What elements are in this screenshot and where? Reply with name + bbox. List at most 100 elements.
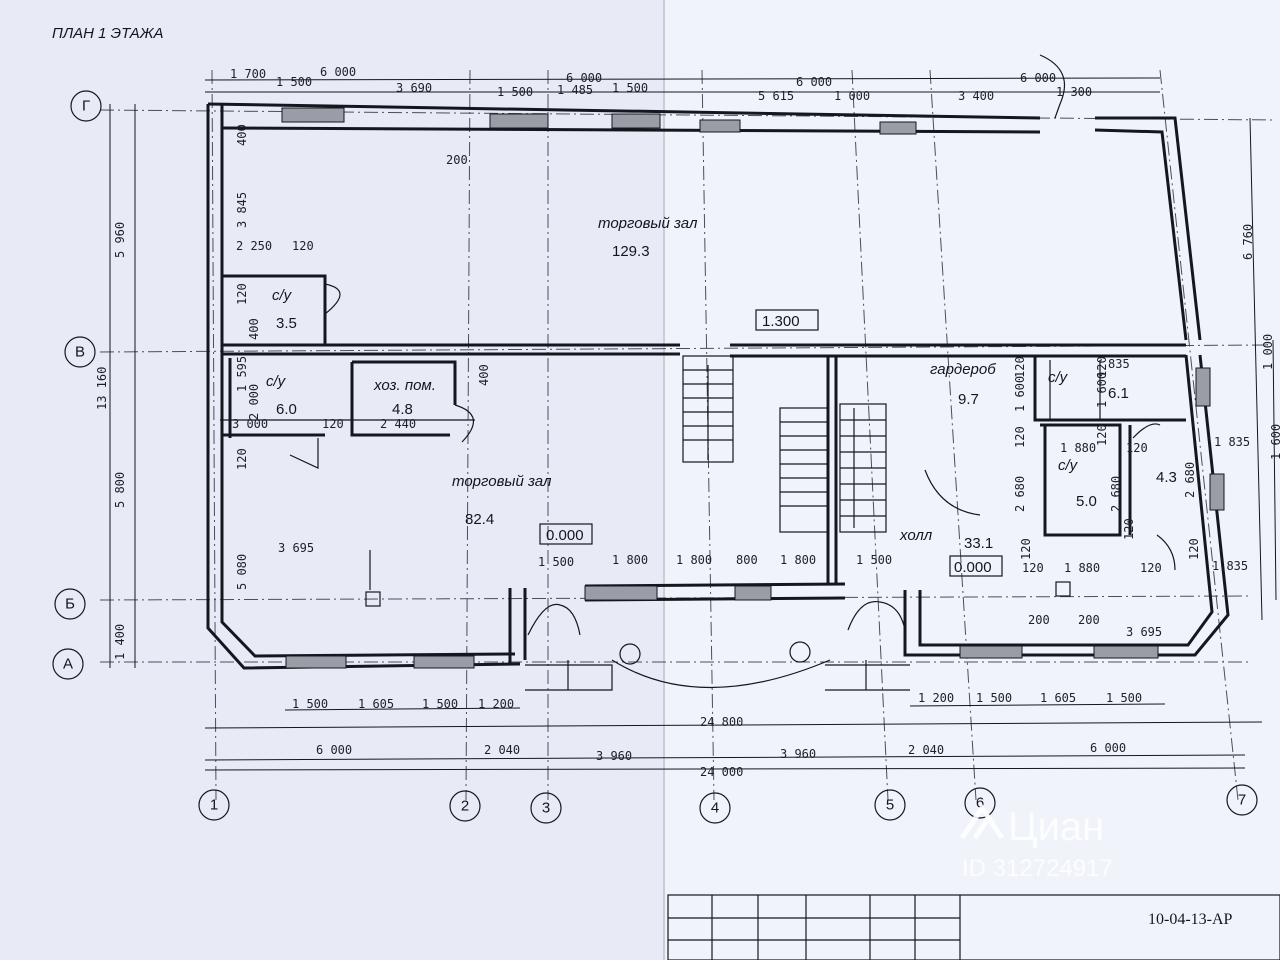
dims-bottom-axis: 6 000 2 040 3 960 3 960 2 040 6 000 (316, 741, 1126, 763)
svg-text:835: 835 (1108, 357, 1130, 371)
svg-text:1 200: 1 200 (918, 691, 954, 705)
svg-text:1 500: 1 500 (976, 691, 1012, 705)
svg-text:1 595: 1 595 (235, 356, 249, 392)
svg-text:1 200: 1 200 (478, 697, 514, 711)
svg-text:1 000: 1 000 (834, 89, 870, 103)
svg-text:А: А (63, 656, 73, 673)
svg-text:3 960: 3 960 (780, 747, 816, 761)
dims-right: 6 760 1 000 1 600 (1241, 224, 1280, 460)
svg-text:1 880: 1 880 (1064, 561, 1100, 575)
svg-text:0.000: 0.000 (546, 527, 584, 544)
watermark: Циан ID 312724917 (959, 803, 1113, 882)
svg-text:3: 3 (542, 800, 550, 817)
svg-text:холл: холл (899, 527, 933, 544)
svg-text:1 500: 1 500 (276, 75, 312, 89)
svg-text:2 040: 2 040 (484, 743, 520, 757)
svg-text:4: 4 (711, 800, 719, 817)
room-wardrobe: гардероб 9.7 (930, 361, 996, 408)
room-wc-4: с/у 5.0 (1058, 457, 1097, 510)
stairs (525, 355, 910, 691)
svg-text:2 680: 2 680 (1013, 476, 1027, 512)
svg-text:5.0: 5.0 (1076, 493, 1097, 510)
svg-text:6 760: 6 760 (1241, 224, 1255, 260)
svg-text:1 600: 1 600 (1269, 424, 1280, 460)
level-mark-upper: 1.300 (755, 309, 819, 331)
svg-text:1 400: 1 400 (113, 624, 127, 660)
svg-text:82.4: 82.4 (465, 511, 494, 528)
svg-text:с/у: с/у (1048, 369, 1069, 386)
svg-text:1 600: 1 600 (1095, 372, 1109, 408)
cian-logo-icon (959, 803, 1005, 840)
svg-text:2 680: 2 680 (1109, 476, 1123, 512)
svg-text:4.3: 4.3 (1156, 469, 1177, 486)
svg-text:120: 120 (322, 417, 344, 431)
svg-text:1 800: 1 800 (780, 553, 816, 567)
axis-bubble-4: 4 (699, 792, 731, 824)
axis-bubble-5: 5 (874, 789, 906, 821)
svg-text:с/у: с/у (266, 373, 287, 390)
dim-overall-axis: 24 000 (700, 765, 743, 779)
svg-text:6 000: 6 000 (1020, 71, 1056, 85)
svg-text:129.3: 129.3 (612, 243, 650, 260)
level-mark-main: 0.000 (539, 523, 593, 545)
room-small: 4.3 (1156, 469, 1177, 486)
svg-text:1.300: 1.300 (762, 313, 800, 330)
svg-text:120: 120 (1013, 426, 1027, 448)
svg-text:5 615: 5 615 (758, 89, 794, 103)
svg-text:400: 400 (477, 364, 491, 386)
svg-text:2 040: 2 040 (908, 743, 944, 757)
dims-bottom-windows-left: 1 500 1 605 1 500 1 200 (292, 697, 514, 711)
dims-top-detail: 1 700 1 500 3 690 1 500 1 485 1 500 5 61… (230, 67, 1092, 103)
svg-text:1 300: 1 300 (1056, 85, 1092, 99)
svg-text:1 500: 1 500 (497, 85, 533, 99)
svg-text:1 485: 1 485 (557, 83, 593, 97)
dims-left: 5 960 13 160 5 800 1 400 (95, 222, 127, 660)
svg-text:120: 120 (292, 239, 314, 253)
svg-text:1: 1 (210, 797, 218, 814)
svg-text:400: 400 (247, 318, 261, 340)
axis-bubble-6: 6 (964, 787, 996, 819)
svg-text:1 605: 1 605 (358, 697, 394, 711)
title-block: 10-04-13-АР (667, 894, 1280, 960)
svg-text:1 700: 1 700 (230, 67, 266, 81)
svg-text:6.1: 6.1 (1108, 385, 1129, 402)
room-trade-hall-top: торговый зал 129.3 (598, 215, 698, 260)
axis-bubble-G: Г (70, 90, 102, 122)
dims-left-inner: 400 3 845 120 400 1 595 2 000 120 5 080 (235, 124, 261, 590)
svg-text:1 500: 1 500 (856, 553, 892, 567)
svg-text:200: 200 (446, 153, 468, 167)
svg-text:3 400: 3 400 (958, 89, 994, 103)
svg-text:800: 800 (736, 553, 758, 567)
svg-text:Г: Г (82, 98, 90, 115)
svg-text:1 000: 1 000 (1261, 334, 1275, 370)
svg-text:120: 120 (1187, 538, 1201, 560)
svg-text:6.0: 6.0 (276, 401, 297, 418)
svg-text:хоз. пом.: хоз. пом. (373, 377, 436, 394)
svg-text:В: В (75, 344, 85, 361)
svg-text:1 500: 1 500 (612, 81, 648, 95)
svg-text:200: 200 (1028, 613, 1050, 627)
room-wc-2: с/у 6.0 (266, 373, 297, 418)
dims-interior: 200 2 250 120 3 000 120 2 440 400 3 695 … (232, 153, 1250, 639)
svg-text:2 440: 2 440 (380, 417, 416, 431)
svg-text:гардероб: гардероб (930, 361, 996, 378)
plan-title: ПЛАН 1 ЭТАЖА (52, 25, 164, 42)
svg-text:1 500: 1 500 (538, 555, 574, 569)
svg-text:торговый зал: торговый зал (598, 215, 698, 232)
room-hall: холл 33.1 (899, 527, 993, 552)
svg-text:5: 5 (886, 797, 894, 814)
svg-text:1 500: 1 500 (292, 697, 328, 711)
svg-text:5 080: 5 080 (235, 554, 249, 590)
svg-text:400: 400 (235, 124, 249, 146)
svg-text:1 500: 1 500 (1106, 691, 1142, 705)
dimension-lines (109, 77, 1277, 771)
axis-bubble-2: 2 (449, 790, 481, 822)
axis-bubble-7: 7 (1226, 784, 1258, 816)
svg-text:0.000: 0.000 (954, 559, 992, 576)
svg-text:1 800: 1 800 (676, 553, 712, 567)
svg-text:1 500: 1 500 (422, 697, 458, 711)
svg-text:1 835: 1 835 (1212, 559, 1248, 573)
axis-bubble-A: А (52, 648, 84, 680)
windows (281, 107, 1225, 669)
svg-text:6 000: 6 000 (316, 743, 352, 757)
